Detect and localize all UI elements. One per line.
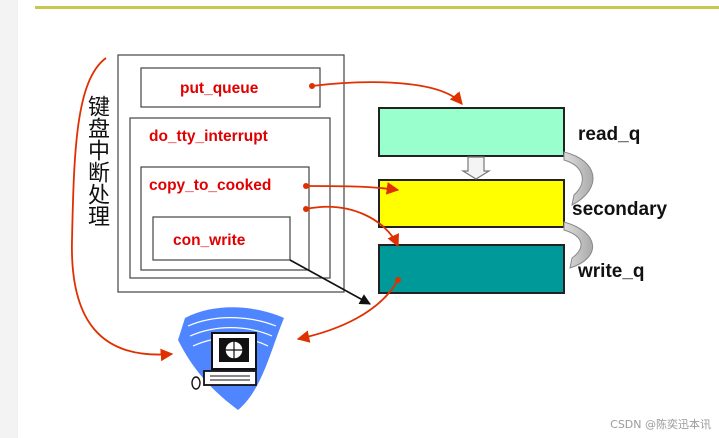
con-write-box <box>152 216 291 261</box>
dot-write-q <box>395 277 401 283</box>
secondary-label: secondary <box>572 199 667 220</box>
arrow-put-queue-to-read-q <box>311 81 463 105</box>
arrow-write-q-to-terminal <box>296 279 399 343</box>
write-q-bar <box>378 244 565 294</box>
computer-terminal-icon <box>178 307 284 410</box>
copy-to-cooked-label: copy_to_cooked <box>149 177 271 194</box>
dot-put-queue <box>309 83 315 89</box>
curve-arrow-readq-to-secondary <box>563 151 594 206</box>
secondary-bar <box>378 179 565 228</box>
arrow-terminal-to-handler-loop <box>71 57 174 362</box>
left-margin-strip <box>0 0 18 438</box>
keyboard-interrupt-handling-label: 键盘中断处理 <box>84 95 109 227</box>
watermark: CSDN @陈奕迅本讯 <box>610 418 711 431</box>
do-tty-interrupt-label: do_tty_interrupt <box>149 128 268 145</box>
curve-arrow-secondary-to-writeq <box>563 221 593 269</box>
read-q-bar <box>378 107 565 157</box>
dot-copy-to-writeq <box>303 206 309 212</box>
read-q-label: read_q <box>578 124 640 145</box>
con-write-label: con_write <box>173 232 246 249</box>
dot-copy-to-secondary <box>303 183 309 189</box>
arrow-con-write-to-write-q <box>289 259 371 305</box>
arrow-copy-to-cooked-to-write-q <box>305 205 399 248</box>
put-queue-box <box>140 67 321 108</box>
top-rule <box>35 6 719 9</box>
arrow-copy-to-cooked-to-secondary <box>305 182 400 195</box>
down-transfer-arrow <box>460 156 492 180</box>
put-queue-label: put_queue <box>180 80 259 97</box>
write-q-label: write_q <box>577 261 645 282</box>
